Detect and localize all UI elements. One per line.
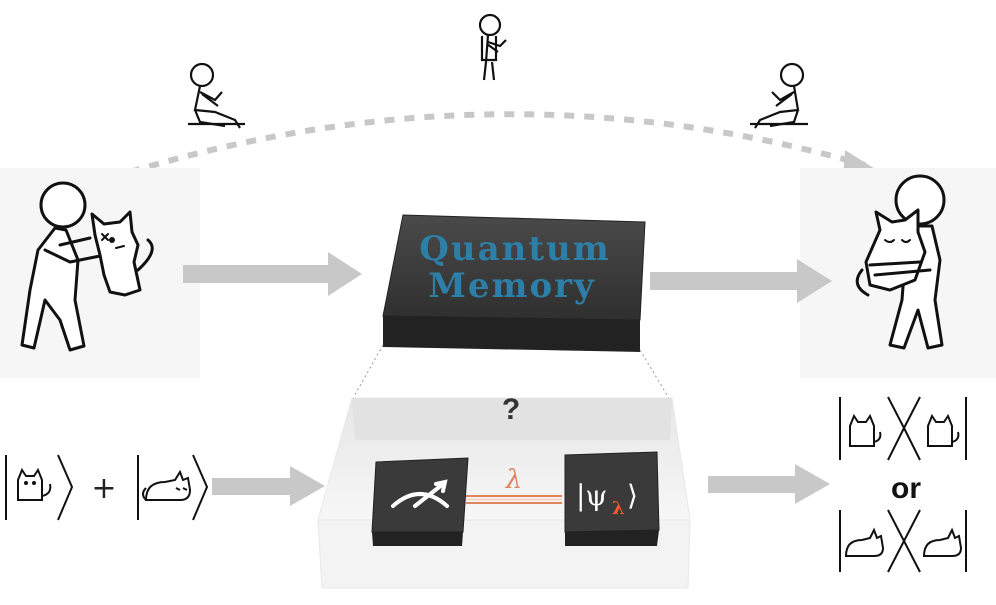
box-title-line2: Memory <box>428 266 596 306</box>
plus-sign: + <box>91 471 116 506</box>
superposition-state: + <box>5 454 209 521</box>
state-close: ⟩ <box>627 479 638 512</box>
person-standing-icon <box>478 13 507 81</box>
lambda-label: λ <box>505 465 522 495</box>
ket-sleeping-cat <box>137 454 209 521</box>
question-mark: ? <box>502 393 520 426</box>
person-holding-cat-icon <box>20 181 154 352</box>
arrow-to-memory <box>183 252 362 296</box>
arrow-into-panel <box>212 466 325 506</box>
classical-link <box>466 495 562 504</box>
arrow-from-memory <box>650 259 832 303</box>
alive-cat-icon <box>849 413 882 447</box>
person-sitting-icon <box>750 62 808 129</box>
alive-cat-icon <box>927 413 960 447</box>
sleeping-cat-icon <box>922 527 963 557</box>
ket-alive-cat <box>5 454 74 521</box>
state-label: |ψ <box>576 479 607 512</box>
person-hugging-cat-icon <box>855 174 946 350</box>
measurement-block <box>371 457 469 546</box>
quantum-memory-box: Quantum Memory <box>382 214 646 352</box>
alive-cat-icon <box>17 467 52 501</box>
state-prep-block: |ψ λ ⟩ <box>564 451 660 546</box>
or-label: or <box>891 472 921 505</box>
sleeping-cat-icon <box>844 527 885 557</box>
person-sitting-icon <box>188 62 245 129</box>
measurement-meter-icon <box>391 479 449 508</box>
zoom-line-right <box>639 349 671 401</box>
outcome-sleeping-projector <box>839 509 967 573</box>
arrow-out-of-panel <box>708 464 830 504</box>
sleeping-cat-icon <box>142 469 192 501</box>
outcome-alive-projector <box>839 396 967 461</box>
state-subscript: λ <box>612 498 625 519</box>
box-title-line1: Quantum <box>419 229 611 269</box>
zoom-line-left <box>351 344 384 401</box>
